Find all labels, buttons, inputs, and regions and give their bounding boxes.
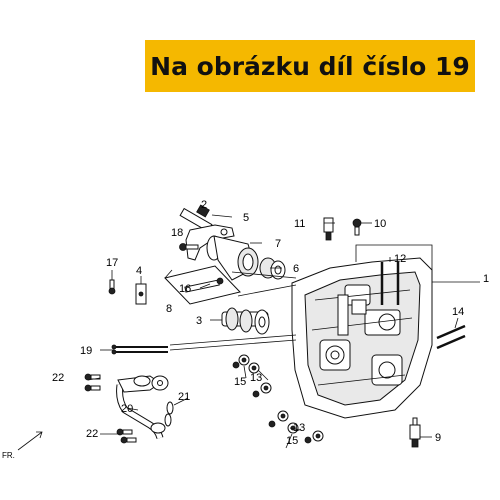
callout-20: 20 [121,403,133,415]
gasket-part-8 [164,265,241,305]
bolts-part-22-upper [84,373,101,392]
studs-part-14 [436,324,466,350]
callout-10: 10 [374,218,386,230]
callout-2: 2 [201,199,207,211]
callout-19: 19 [80,345,92,357]
sensor-part-11 [323,217,334,241]
callout-6: 6 [293,263,299,275]
callout-9: 9 [435,432,441,444]
bushing-part-6 [259,257,286,280]
stud-bolts-part-19 [111,344,168,355]
intake-pipe-part-7 [206,235,259,281]
callout-labels: 1 2 3 4 5 6 7 8 9 10 11 12 13 13 14 15 1… [52,199,489,447]
banner-text: Na obrázku díl číslo 19 [150,51,470,81]
bracket-1 [355,244,433,285]
callout-13b: 13 [293,422,305,434]
callout-14: 14 [452,306,464,318]
callout-11: 11 [294,218,305,230]
spark-plug-part-9 [409,417,421,448]
callout-18: 18 [171,227,183,239]
orings-part-21 [164,401,174,427]
front-direction-arrow [17,431,43,451]
washers-nuts-upper [232,354,272,398]
callout-22b: 22 [86,428,98,440]
callout-3: 3 [196,315,202,327]
callout-15a: 15 [234,376,246,388]
bolt-part-10 [352,218,362,236]
leader-lines [87,214,459,449]
callout-21: 21 [178,391,190,403]
callout-12: 12 [394,253,406,265]
callout-5: 5 [243,212,249,224]
callout-16: 16 [179,283,191,295]
camshaft-part-3 [221,307,270,335]
bolt-part-18 [179,243,199,251]
plate-part-4 [135,283,147,305]
screw-part-17 [108,279,116,295]
pipe-part-20 [116,375,169,440]
callout-7: 7 [275,238,281,250]
callout-1: 1 [483,273,489,285]
callout-13a: 13 [250,372,262,384]
cylinder-head [291,257,433,419]
callout-17: 17 [106,257,118,269]
callout-22a: 22 [52,372,64,384]
front-direction-label: FR. [2,451,15,460]
callout-15b: 15 [286,435,298,447]
studs-part-12 [380,262,400,305]
part-number-banner: Na obrázku díl číslo 19 [145,40,475,92]
callout-8: 8 [166,303,172,315]
callout-4: 4 [136,265,142,277]
bolts-part-22-lower [116,428,137,444]
